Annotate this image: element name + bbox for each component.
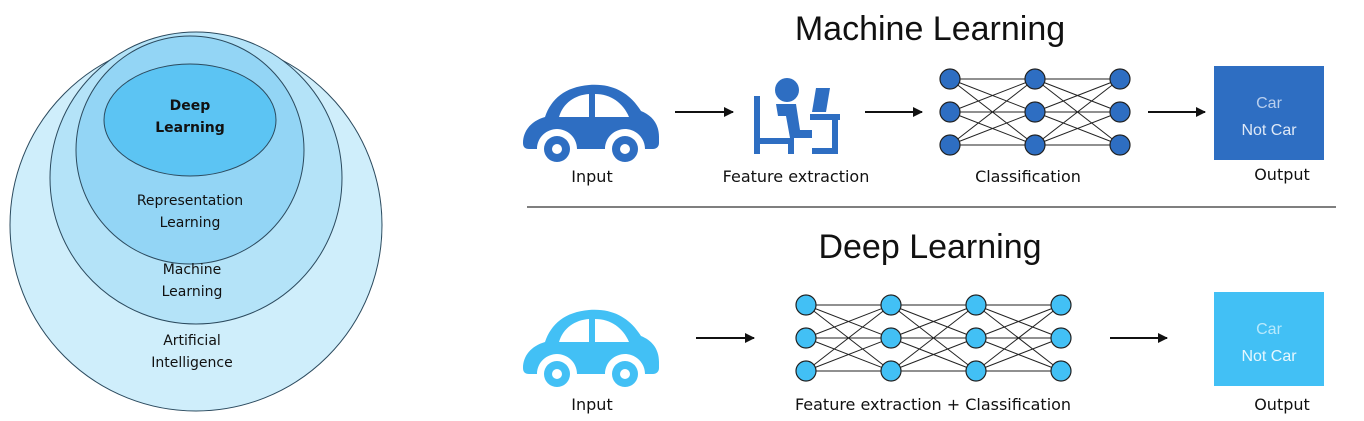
network-edge bbox=[975, 337, 1062, 372]
network-edge bbox=[805, 304, 892, 339]
ml-input-label: Input bbox=[571, 167, 612, 186]
car-icon bbox=[523, 84, 659, 162]
network-node bbox=[1109, 134, 1131, 156]
venn-ai-line1: Artificial bbox=[163, 333, 221, 349]
network-node bbox=[880, 327, 902, 349]
network-edge bbox=[949, 111, 1036, 146]
network-node bbox=[939, 134, 961, 156]
network-edge bbox=[1034, 111, 1121, 146]
ml-classification-label: Classification bbox=[975, 167, 1081, 186]
network-node bbox=[1109, 68, 1131, 90]
network-node bbox=[939, 101, 961, 123]
dl-section: Deep Learning Input Feature extraction +… bbox=[523, 228, 1324, 414]
ml-output-line2: Not Car bbox=[1241, 122, 1297, 139]
dl-output-line2: Not Car bbox=[1241, 348, 1297, 365]
network-node bbox=[795, 360, 817, 382]
venn-representation-line1: Representation bbox=[137, 193, 243, 209]
network-node bbox=[1109, 101, 1131, 123]
network-node bbox=[1024, 134, 1046, 156]
network-node bbox=[1024, 68, 1046, 90]
network-node bbox=[795, 327, 817, 349]
network-node bbox=[965, 294, 987, 316]
network-edge bbox=[805, 337, 892, 372]
venn-ai-line2: Intelligence bbox=[151, 355, 232, 371]
dl-combined-label: Feature extraction + Classification bbox=[795, 395, 1071, 414]
dl-output-label: Output bbox=[1254, 395, 1310, 414]
network-node bbox=[965, 327, 987, 349]
ml-section: Machine Learning Input Feature extractio… bbox=[523, 10, 1324, 186]
ml-title: Machine Learning bbox=[795, 10, 1065, 48]
dl-output-line1: Car bbox=[1256, 321, 1282, 338]
network-edge bbox=[949, 78, 1036, 146]
network-node bbox=[880, 360, 902, 382]
network-edge bbox=[1034, 78, 1121, 146]
network-edge bbox=[975, 304, 1062, 339]
network-node bbox=[1050, 327, 1072, 349]
ml-output-label: Output bbox=[1254, 165, 1310, 184]
network-edge bbox=[975, 304, 1062, 372]
neural-network-icon bbox=[939, 68, 1131, 156]
network-edge bbox=[949, 78, 1036, 113]
dl-input-label: Input bbox=[571, 395, 612, 414]
network-node bbox=[939, 68, 961, 90]
network-node bbox=[1024, 101, 1046, 123]
network-node bbox=[1050, 294, 1072, 316]
ml-feature-label: Feature extraction bbox=[723, 167, 870, 186]
venn-machine-line1: Machine bbox=[163, 262, 222, 278]
network-node bbox=[795, 294, 817, 316]
network-edge bbox=[1034, 78, 1121, 113]
network-node bbox=[1050, 360, 1072, 382]
deep-learning-ellipse bbox=[103, 63, 277, 177]
network-edge bbox=[805, 304, 892, 372]
venn-representation-line2: Learning bbox=[160, 215, 221, 231]
network-edge bbox=[890, 304, 977, 339]
network-edge bbox=[890, 337, 977, 372]
network-edge bbox=[890, 304, 977, 372]
ml-output-line1: Car bbox=[1256, 95, 1282, 112]
venn-machine-line2: Learning bbox=[162, 284, 223, 300]
network-node bbox=[965, 360, 987, 382]
venn-deep-line2: Learning bbox=[155, 120, 225, 136]
dl-output-box bbox=[1214, 292, 1324, 386]
venn-deep-line1: Deep bbox=[170, 98, 211, 114]
car-icon bbox=[523, 309, 659, 387]
neural-network-icon bbox=[795, 294, 1072, 382]
ml-output-box bbox=[1214, 66, 1324, 160]
network-node bbox=[880, 294, 902, 316]
nested-circles: Deep Learning Representation Learning Ma… bbox=[9, 31, 383, 412]
dl-title: Deep Learning bbox=[818, 228, 1041, 266]
person-at-desk-icon bbox=[754, 78, 840, 154]
